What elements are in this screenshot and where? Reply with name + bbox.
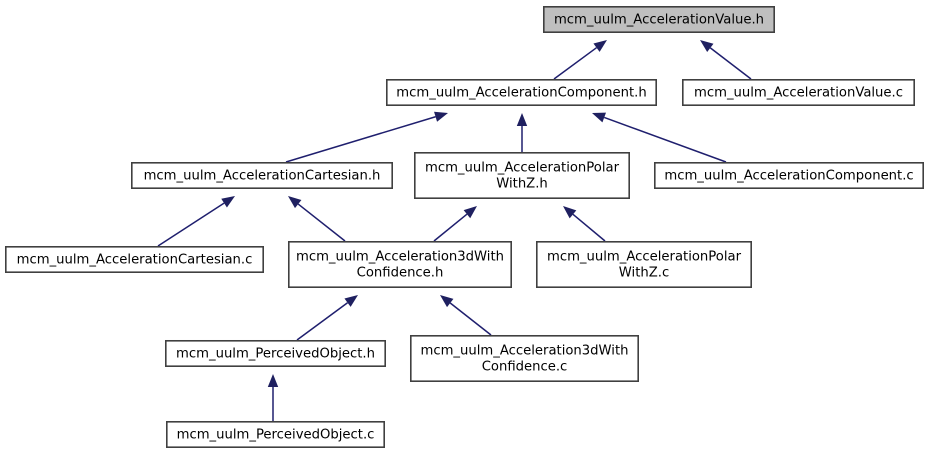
node-box[interactable]: [409, 334, 639, 382]
node-label: mcm_uulm_AccelerationComponent.c: [664, 169, 913, 184]
node-acceleration-value-h[interactable]: mcm_uulm_AccelerationValue.h: [542, 6, 775, 33]
node-box[interactable]: [166, 420, 385, 448]
edge-cartesian-h-to-component-h: [285, 111, 448, 163]
edge-cartesian-c-to-cartesian-h: [157, 196, 235, 247]
node-label: mcm_uulm_AccelerationValue.h: [554, 13, 764, 28]
edge-component-c-to-component-h: [592, 112, 727, 163]
arrowhead-icon: [700, 40, 714, 53]
node-label: mcm_uulm_AccelerationCartesian.h: [144, 169, 381, 184]
node-perceived-object-h[interactable]: mcm_uulm_PerceivedObject.h: [165, 339, 386, 367]
node-acceleration-cartesian-h[interactable]: mcm_uulm_AccelerationCartesian.h: [131, 162, 393, 190]
edge-component-h-to-value-h: [553, 40, 607, 80]
arrowhead-icon: [463, 206, 477, 219]
node-layer: mcm_uulm_AccelerationValue.h mcm_uulm_Acc…: [5, 6, 924, 448]
arrowhead-icon: [344, 295, 358, 307]
edge-polar-h-to-component-h: [516, 113, 528, 152]
node-label: mcm_uulm_AccelerationCartesian.c: [17, 253, 253, 268]
node-acceleration-component-c[interactable]: mcm_uulm_AccelerationComponent.c: [653, 162, 924, 190]
arrowhead-icon: [288, 196, 302, 209]
node-box[interactable]: [413, 152, 630, 200]
edge-3dwith-h-to-polar-h: [433, 206, 477, 242]
edge-value-c-to-value-h: [700, 40, 752, 80]
arrowhead-icon: [563, 206, 577, 219]
node-box[interactable]: [535, 241, 752, 289]
edge-perceived-h-to-3dwith-h: [296, 295, 358, 341]
node-box[interactable]: [131, 162, 393, 190]
node-box[interactable]: [542, 6, 775, 33]
node-box[interactable]: [5, 246, 264, 274]
node-perceived-object-c[interactable]: mcm_uulm_PerceivedObject.c: [166, 420, 385, 448]
arrowhead-icon: [221, 196, 235, 208]
arrowhead-icon: [434, 111, 448, 122]
node-label: mcm_uulm_PerceivedObject.h: [176, 347, 375, 362]
node-label: mcm_uulm_AccelerationValue.c: [694, 86, 903, 101]
node-label: mcm_uulm_AccelerationComponent.h: [396, 86, 646, 101]
node-acceleration-value-c[interactable]: mcm_uulm_AccelerationValue.c: [681, 79, 915, 107]
edge-polar-c-to-polar-h: [563, 206, 606, 242]
arrowhead-icon: [593, 40, 607, 52]
edge-perceived-c-to-perceived-h: [267, 374, 279, 421]
arrowhead-icon: [440, 295, 454, 308]
node-acceleration-component-h[interactable]: mcm_uulm_AccelerationComponent.h: [385, 79, 657, 107]
arrowhead-icon: [267, 374, 279, 387]
node-box[interactable]: [385, 79, 657, 107]
edge-3dwith-h-to-cartesian-h: [288, 196, 346, 242]
edge-3dwith-c-to-3dwith-h: [440, 295, 492, 336]
edge-layer: [157, 40, 752, 421]
node-box[interactable]: [653, 162, 924, 190]
arrowhead-icon: [516, 113, 528, 126]
node-box[interactable]: [287, 241, 512, 289]
node-box[interactable]: [681, 79, 915, 107]
node-label: mcm_uulm_PerceivedObject.c: [177, 428, 375, 443]
arrowhead-icon: [592, 112, 606, 123]
node-acceleration-cartesian-c[interactable]: mcm_uulm_AccelerationCartesian.c: [5, 246, 264, 274]
node-box[interactable]: [165, 339, 386, 367]
